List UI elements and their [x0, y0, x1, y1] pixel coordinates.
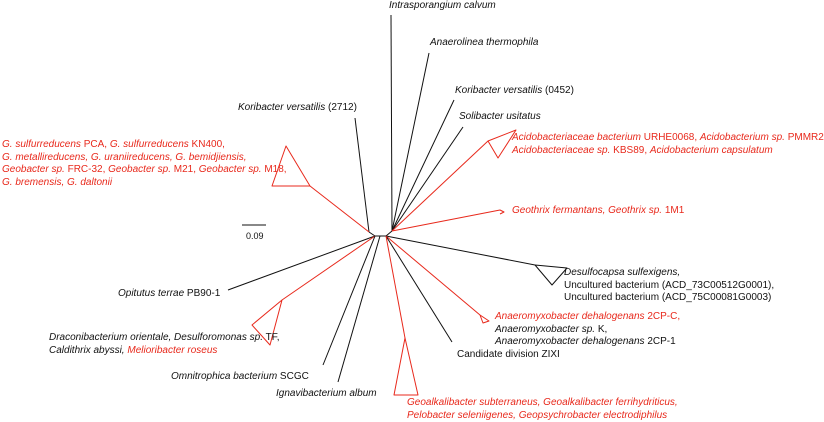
label-geothrix-strain: 1M1	[662, 205, 684, 216]
taxon-strain: 2CP-C,	[645, 311, 681, 322]
label-anaeromyxobacter-line2: Anaeromyxobacter sp. K,	[495, 324, 680, 337]
label-geobacter: G. sulfurreducens PCA, G. sulfurreducens…	[2, 139, 287, 189]
label-geoalkalibacter-line2: Pelobacter seleniigenes, Geopsychrobacte…	[407, 410, 678, 422]
label-koribacter-0452: Koribacter versatilis (0452)	[455, 85, 574, 98]
label-desulfocapsa: Desulfocapsa sulfexigens, Uncultured bac…	[564, 267, 774, 305]
taxon-name: Geobacter sp.	[2, 164, 65, 175]
taxon-name: sp.	[579, 324, 595, 335]
label-koribacter-2712-strain: (2712)	[325, 102, 357, 113]
taxon-name: Melioribacter roseus	[125, 345, 218, 356]
triangle-desulfocapsa	[535, 265, 567, 285]
taxon-name: Geobacter sp.	[199, 164, 262, 175]
label-anaeromyxobacter: Anaeromyxobacter dehalogenans 2CP-C, Ana…	[495, 311, 680, 349]
taxon-strain: KBS89,	[610, 145, 649, 156]
taxon-name: Acidobacterium sp.	[700, 132, 785, 143]
triangle-geoalkalibacter	[394, 338, 418, 395]
label-geobacter-line3: Geobacter sp. FRC-32, Geobacter sp. M21,…	[2, 164, 287, 177]
label-opitutus: Opitutus terrae PB90-1	[118, 288, 220, 301]
label-opitutus-strain: PB90-1	[184, 288, 220, 299]
label-intrasporangium-name: Intrasporangium calvum	[389, 0, 496, 11]
branch-koribacter-0452	[392, 100, 454, 231]
label-geoalkalibacter-line1: Geoalkalibacter subterraneus, Geoalkalib…	[407, 397, 678, 410]
label-draconibacterium-line1: Draconibacterium orientale, Desulforomon…	[49, 332, 279, 345]
taxon-strain: M18,	[262, 164, 287, 175]
branch-acidobacteriaceae	[392, 141, 488, 231]
label-solibacter-name: Solibacter usitatus	[459, 111, 541, 122]
tip-anaeromyxobacter	[480, 315, 489, 323]
taxon-name: Geobacter sp.	[108, 164, 171, 175]
label-zixi: Candidate division ZIXI	[457, 349, 560, 362]
taxon-strain: M21,	[171, 164, 199, 175]
label-draconibacterium-line2: Caldithrix abyssi, Melioribacter roseus	[49, 345, 279, 358]
taxon-strain: KN400,	[189, 139, 225, 150]
label-anaeromyxobacter-line1: Anaeromyxobacter dehalogenans 2CP-C,	[495, 311, 680, 324]
scale-bar-label: 0.09	[246, 231, 264, 241]
taxon-name: Acidobacteriaceae sp.	[512, 145, 610, 156]
taxon-strain: 2CP-1	[645, 336, 676, 347]
label-geothrix-name: Geothrix fermantans, Geothrix sp.	[512, 205, 662, 216]
branch-geothrix	[392, 210, 504, 231]
taxon-name: G. sulfurreducens	[2, 139, 81, 150]
label-intrasporangium: Intrasporangium calvum	[389, 0, 496, 13]
label-anaeromyxobacter-line3: Anaeromyxobacter dehalogenans 2CP-1	[495, 336, 680, 349]
taxon-strain: PCA,	[81, 139, 110, 150]
label-acidobacteriaceae-line2: Acidobacteriaceae sp. KBS89, Acidobacter…	[512, 145, 824, 158]
label-anaerolinea: Anaerolinea thermophila	[430, 37, 538, 50]
taxon-strain: PMMR2	[785, 132, 824, 143]
branch-hub	[369, 231, 392, 236]
label-koribacter-0452-strain: (0452)	[542, 85, 574, 96]
label-geoalkalibacter: Geoalkalibacter subterraneus, Geoalkalib…	[407, 397, 678, 422]
label-geothrix: Geothrix fermantans, Geothrix sp. 1M1	[512, 205, 684, 218]
taxon-name: Acidobacterium capsulatum	[650, 145, 773, 156]
taxon-strain: K,	[595, 324, 607, 335]
taxon-name: Anaeromyxobacter	[495, 324, 579, 335]
label-ignavibacterium-name: Ignavibacterium album	[276, 388, 377, 399]
label-desulfocapsa-line3: Uncultured bacterium (ACD_75C00081G0003)	[564, 292, 774, 305]
taxon-name: Caldithrix abyssi,	[49, 345, 125, 356]
label-zixi-name: Candidate division ZIXI	[457, 349, 560, 360]
taxon-strain: URHE0068,	[641, 132, 700, 143]
label-solibacter: Solibacter usitatus	[459, 111, 541, 124]
label-geobacter-line1: G. sulfurreducens PCA, G. sulfurreducens…	[2, 139, 287, 152]
label-koribacter-0452-name: Koribacter versatilis	[455, 85, 542, 96]
taxon-name: Acidobacteriaceae bacterium	[512, 132, 641, 143]
branch-opitutus	[228, 236, 375, 290]
label-desulfocapsa-line2: Uncultured bacterium (ACD_73C00512G0001)…	[564, 280, 774, 293]
branch-desulfocapsa	[386, 236, 535, 265]
label-omnitrophica-strain: SCGC	[277, 371, 309, 382]
branch-intrasporangium	[391, 15, 392, 231]
label-ignavibacterium: Ignavibacterium album	[276, 388, 377, 401]
label-koribacter-2712: Koribacter versatilis (2712)	[238, 102, 357, 115]
branch-anaeromyxobacter	[386, 236, 480, 315]
branch-draconibacterium	[282, 236, 375, 300]
taxon-name: Anaeromyxobacter dehalogenans	[495, 336, 645, 347]
label-acidobacteriaceae-line1: Acidobacteriaceae bacterium URHE0068, Ac…	[512, 132, 824, 145]
taxon-strain: TF,	[263, 332, 279, 343]
taxon-name: Anaeromyxobacter dehalogenans	[495, 311, 645, 322]
label-acidobacteriaceae: Acidobacteriaceae bacterium URHE0068, Ac…	[512, 132, 824, 157]
label-draconibacterium: Draconibacterium orientale, Desulforomon…	[49, 332, 279, 357]
taxon-name: Draconibacterium orientale, Desulforomon…	[49, 332, 263, 343]
label-geobacter-line4: G. bremensis, G. daltonii	[2, 177, 287, 190]
label-geobacter-line2: G. metallireducens, G. uraniireducens, G…	[2, 152, 287, 165]
taxon-name: G. sulfurreducens	[110, 139, 189, 150]
branch-koribacter-2712	[355, 118, 369, 232]
label-desulfocapsa-line1: Desulfocapsa sulfexigens,	[564, 267, 774, 280]
label-opitutus-name: Opitutus terrae	[118, 288, 184, 299]
branch-omnitrophica	[323, 236, 375, 365]
branch-ignavibacterium	[338, 236, 380, 382]
label-koribacter-2712-name: Koribacter versatilis	[238, 102, 325, 113]
label-anaerolinea-name: Anaerolinea thermophila	[430, 37, 538, 48]
branch-geobacter	[310, 186, 369, 232]
label-omnitrophica: Omnitrophica bacterium SCGC	[171, 371, 309, 384]
label-omnitrophica-name: Omnitrophica bacterium	[171, 371, 277, 382]
taxon-strain: FRC-32,	[65, 164, 108, 175]
